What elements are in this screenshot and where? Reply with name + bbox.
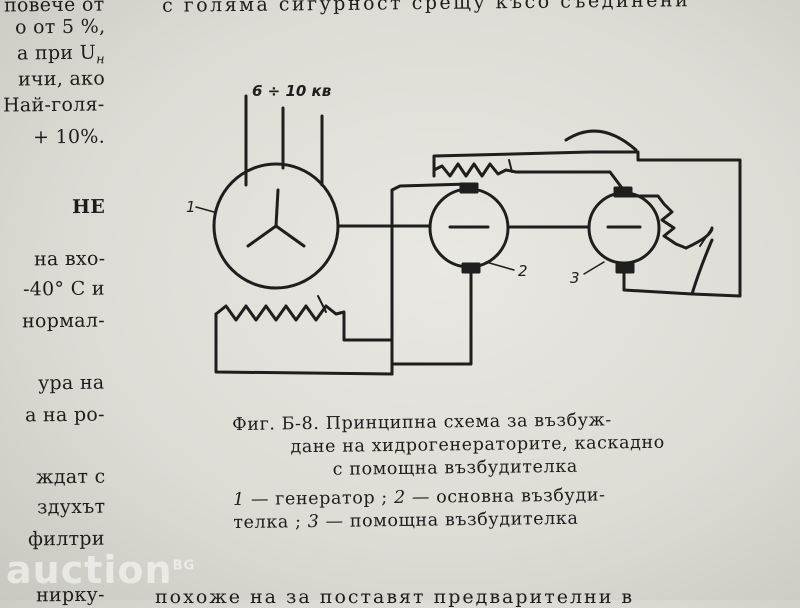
legend-text-auxiliary-exciter: — помощна възбудителка [319,508,579,532]
auxiliary-exciter-symbol [587,186,661,274]
voltage-label: 6 ÷ 10 кв [252,82,331,100]
generator-leads [244,94,324,187]
label-auxiliary-exciter: 3 [570,269,580,287]
main-exciter-symbol [428,182,510,274]
legend-text-generator: — генератор ; [244,488,395,510]
generator-symbol [212,162,340,290]
bottom-text-line: похоже на за поставят предварителни в [155,586,635,608]
label-main-exciter: 2 [518,262,528,280]
legend-num-2: 2 [393,487,406,509]
legend-text-main-exciter: — основна възбуди- [405,485,606,508]
label-generator: 1 [186,198,196,216]
legend-num-1: 1 [232,489,245,510]
figure-legend: 1 — генератор ; 2 — основна възбуди- тел… [233,483,714,535]
figure-caption: Фиг. Б-8. Принципна схема за възбуж- дан… [232,408,713,535]
watermark-suffix: BG [172,558,196,574]
legend-text-continued: телка ; [233,512,308,533]
legend-num-3: 3 [307,511,320,533]
watermark-text: auction [6,548,173,592]
auction-watermark: auctionBG [6,548,195,592]
